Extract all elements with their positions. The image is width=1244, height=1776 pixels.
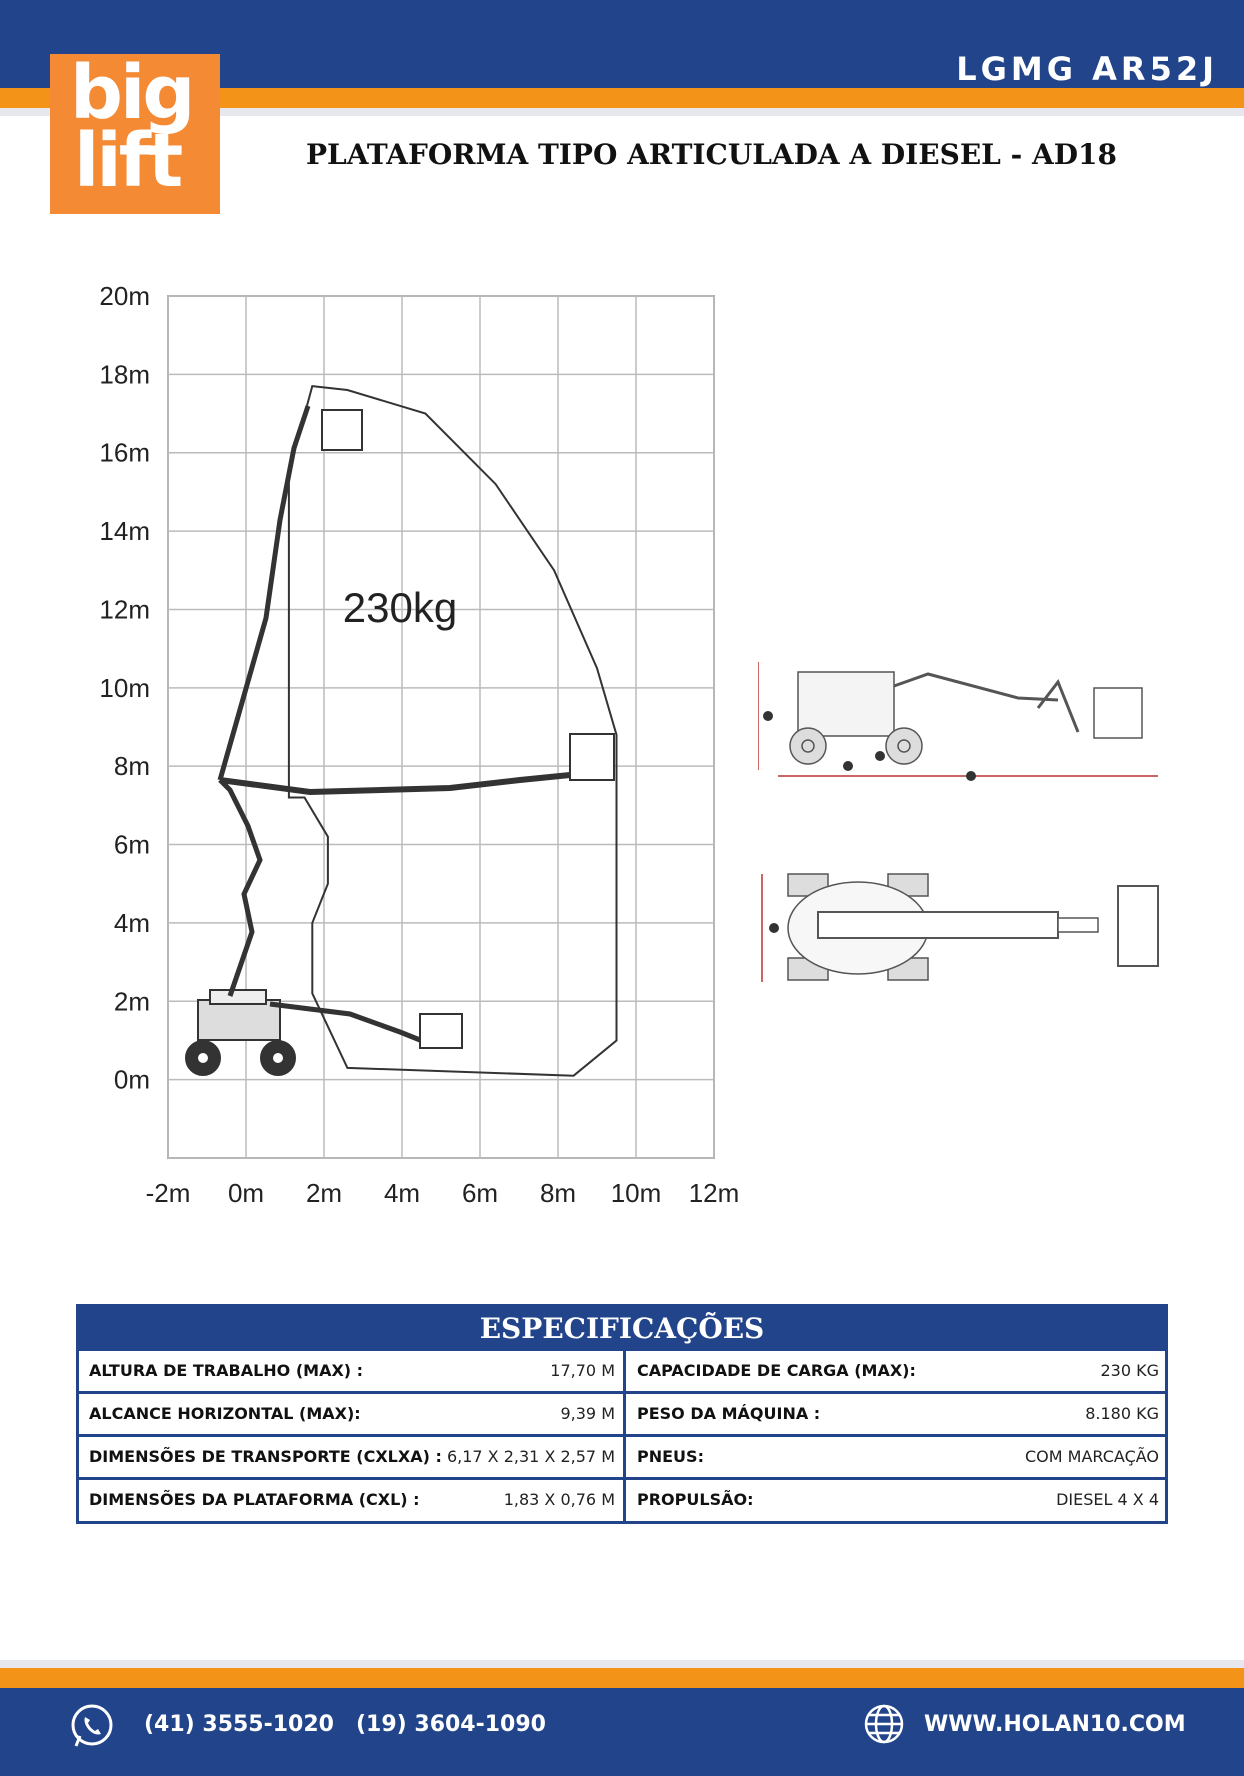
x-tick-label: 0m xyxy=(228,1178,264,1208)
spec-label: CAPACIDADE DE CARGA (MAX): xyxy=(637,1361,916,1380)
spec-label: DIMENSÕES DE TRANSPORTE (CXLXA) : xyxy=(89,1447,442,1466)
spec-value: 8.180 KG xyxy=(1085,1404,1159,1423)
x-tick-label: 4m xyxy=(384,1178,420,1208)
working-envelope xyxy=(287,385,618,1077)
globe-icon[interactable] xyxy=(862,1702,906,1746)
spec-value: DIESEL 4 X 4 xyxy=(1056,1490,1159,1509)
spec-value: 230 KG xyxy=(1100,1361,1159,1380)
spec-value: COM MARCAÇÃO xyxy=(1025,1447,1159,1466)
x-tick-label: 12m xyxy=(689,1178,740,1208)
y-tick-label: 16m xyxy=(99,438,150,468)
spec-label: PNEUS: xyxy=(637,1447,704,1466)
y-tick-label: 4m xyxy=(114,908,150,938)
footer-bar xyxy=(0,1688,1244,1776)
page-title: PLATAFORMA TIPO ARTICULADA A DIESEL - AD… xyxy=(306,138,1117,171)
spec-row: DIMENSÕES DA PLATAFORMA (CXL) : 1,83 X 0… xyxy=(79,1480,1165,1523)
footer-grey-stripe xyxy=(0,1660,1244,1668)
spec-label: ALTURA DE TRABALHO (MAX) : xyxy=(89,1361,364,1380)
x-tick-label: -2m xyxy=(146,1178,191,1208)
x-tick-label: 8m xyxy=(540,1178,576,1208)
y-tick-label: 20m xyxy=(99,281,150,311)
spec-row: ALTURA DE TRABALHO (MAX) : 17,70 M CAPAC… xyxy=(79,1351,1165,1394)
website-link[interactable]: WWW.HOLAN10.COM xyxy=(924,1712,1186,1737)
y-tick-label: 6m xyxy=(114,830,150,860)
y-tick-label: 8m xyxy=(114,751,150,781)
specifications-title: ESPECIFICAÇÕES xyxy=(79,1307,1165,1351)
logo-line-1: big xyxy=(70,50,195,136)
y-tick-label: 18m xyxy=(99,359,150,389)
phone-number-1[interactable]: (41) 3555-1020 xyxy=(144,1712,334,1737)
specifications-grid: ALTURA DE TRABALHO (MAX) : 17,70 M CAPAC… xyxy=(79,1351,1165,1521)
y-tick-label: 10m xyxy=(99,673,150,703)
y-axis-ticks: 20m 18m 16m 14m 12m 10m 8m 6m 4m 2m 0m xyxy=(99,281,150,1095)
x-tick-label: 6m xyxy=(462,1178,498,1208)
spec-label: DIMENSÕES DA PLATAFORMA (CXL) : xyxy=(89,1490,420,1509)
spec-label: PESO DA MÁQUINA : xyxy=(637,1404,821,1423)
logo-line-2: lift xyxy=(74,118,183,204)
model-name: LGMG AR52J xyxy=(956,50,1218,88)
spec-label: PROPULSÃO: xyxy=(637,1490,754,1509)
header-accent-stripe xyxy=(0,88,1244,108)
spec-value: 6,17 X 2,31 X 2,57 M xyxy=(446,1447,615,1466)
y-tick-label: 0m xyxy=(114,1065,150,1095)
whatsapp-icon[interactable] xyxy=(68,1702,116,1750)
big-lift-logo[interactable]: big lift xyxy=(50,54,220,214)
spec-row: DIMENSÕES DE TRANSPORTE (CXLXA) : 6,17 X… xyxy=(79,1437,1165,1480)
x-tick-label: 2m xyxy=(306,1178,342,1208)
y-tick-label: 2m xyxy=(114,986,150,1016)
y-tick-label: 12m xyxy=(99,594,150,624)
machine-silhouette xyxy=(185,405,615,1076)
spec-value: 1,83 X 0,76 M xyxy=(503,1490,615,1509)
specifications-table: ESPECIFICAÇÕES ALTURA DE TRABALHO (MAX) … xyxy=(76,1304,1168,1524)
spec-label: ALCANCE HORIZONTAL (MAX): xyxy=(89,1404,361,1423)
phone-number-2[interactable]: (19) 3604-1090 xyxy=(356,1712,546,1737)
working-range-chart: -2m 0m 2m 4m 6m 8m 10m 12m 20m 18m 16m 14m 12m 10m 8m… xyxy=(99,281,740,1208)
footer-accent-stripe xyxy=(0,1668,1244,1688)
spec-value: 17,70 M xyxy=(550,1361,615,1380)
x-axis-ticks: -2m 0m 2m 4m 6m 8m 10m 12m xyxy=(146,1178,740,1208)
side-view-drawing xyxy=(758,662,1158,781)
load-capacity-label: 230kg xyxy=(343,584,457,631)
y-tick-label: 14m xyxy=(99,516,150,546)
x-tick-label: 10m xyxy=(611,1178,662,1208)
spec-row: ALCANCE HORIZONTAL (MAX): 9,39 M PESO DA… xyxy=(79,1394,1165,1437)
header-grey-stripe xyxy=(0,108,1244,116)
spec-value: 9,39 M xyxy=(560,1404,615,1423)
top-view-drawing xyxy=(761,873,1159,982)
